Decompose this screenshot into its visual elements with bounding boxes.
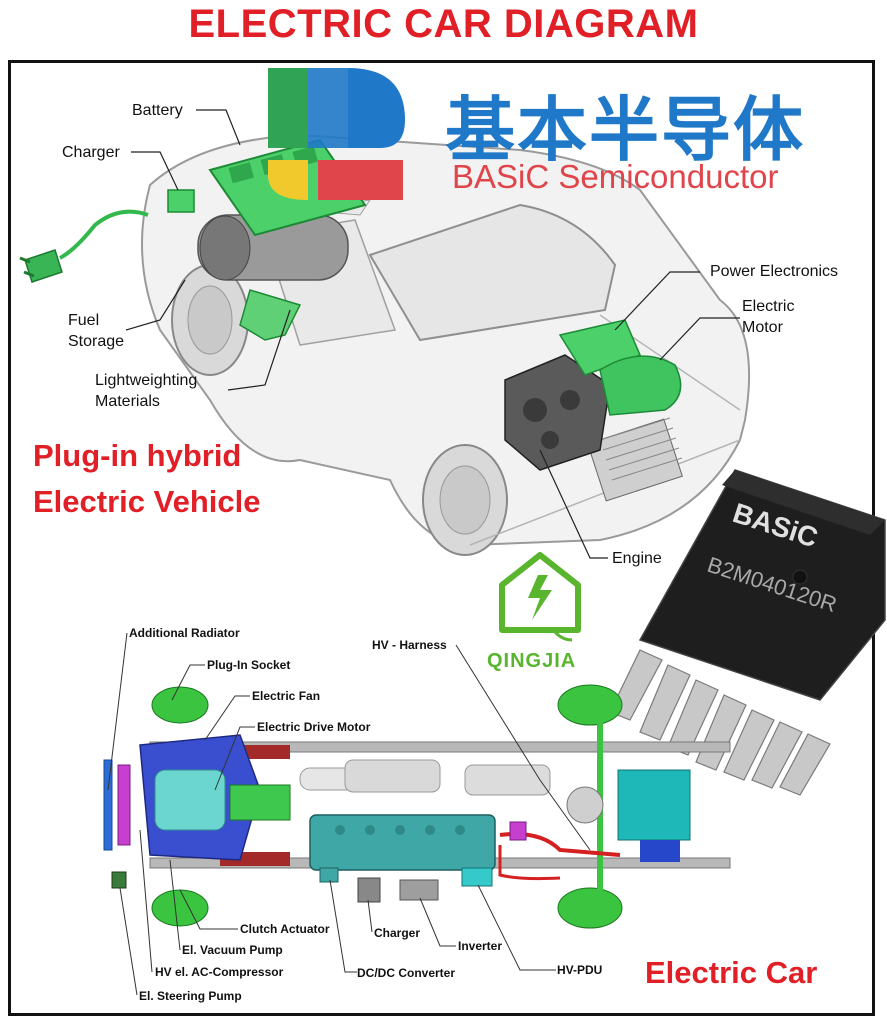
ev-chassis-illustration [103, 632, 731, 996]
label-plug-in-socket: Plug-In Socket [207, 658, 291, 672]
plug-shape [19, 249, 63, 283]
label-lightweighting: Lightweighting Materials [95, 372, 198, 410]
label-engine: Engine [612, 550, 662, 567]
engine-shape [504, 354, 611, 471]
qingjia-logo-mark [499, 552, 581, 642]
basic-logo-mark [268, 68, 405, 200]
label-electric-drive-motor: Electric Drive Motor [257, 720, 371, 734]
qingjia-wordmark: QINGJIA [487, 650, 577, 672]
label-power-electronics: Power Electronics [710, 263, 839, 280]
inverter-unit-shape [399, 879, 439, 901]
label-charger-bottom: Charger [374, 926, 421, 940]
label-electric-fan: Electric Fan [252, 689, 321, 703]
rear-right-wheel [557, 887, 623, 929]
ev-caption: Electric Car [645, 955, 818, 990]
front-right-wheel [151, 889, 209, 927]
label-inverter: Inverter [458, 939, 503, 953]
lightweighting-shape [239, 289, 302, 341]
label-ac-compressor: HV el. AC-Compressor [155, 965, 284, 979]
brand-english-name: BASiC Semiconductor [452, 158, 779, 195]
charger-unit-shape [357, 877, 381, 903]
label-steering-pump: El. Steering Pump [139, 989, 242, 1003]
sic-mosfet-chip [609, 469, 886, 796]
diagram-title: ELECTRIC CAR DIAGRAM [188, 2, 699, 46]
label-hv-pdu: HV-PDU [557, 963, 603, 977]
label-vacuum-pump: El. Vacuum Pump [182, 943, 283, 957]
hv-pdu-shape [461, 867, 493, 887]
car-illustration [19, 109, 751, 559]
brand-chinese-name: 基本半导体 [445, 89, 805, 171]
label-additional-radiator: Additional Radiator [129, 626, 240, 640]
label-dcdc-converter: DC/DC Converter [357, 966, 456, 980]
steering-pump-shape [111, 871, 127, 889]
rear-power-unit-shape [617, 769, 691, 841]
label-hv-harness: HV - Harness [372, 638, 447, 652]
phev-caption: Plug-in hybrid Electric Vehicle [33, 438, 261, 519]
front-left-wheel [151, 686, 209, 724]
electric-drive-motor-shape [154, 769, 226, 831]
label-clutch-actuator: Clutch Actuator [240, 922, 330, 936]
charger-box-shape [167, 189, 195, 213]
label-charger: Charger [62, 144, 120, 161]
battery-module-shape [309, 814, 496, 871]
rear-left-wheel [557, 684, 623, 726]
label-fuel-storage: Fuel Storage [68, 312, 125, 350]
label-battery: Battery [132, 102, 183, 119]
label-electric-motor: Electric Motor [742, 298, 795, 336]
electric-motor-shape [599, 355, 682, 416]
